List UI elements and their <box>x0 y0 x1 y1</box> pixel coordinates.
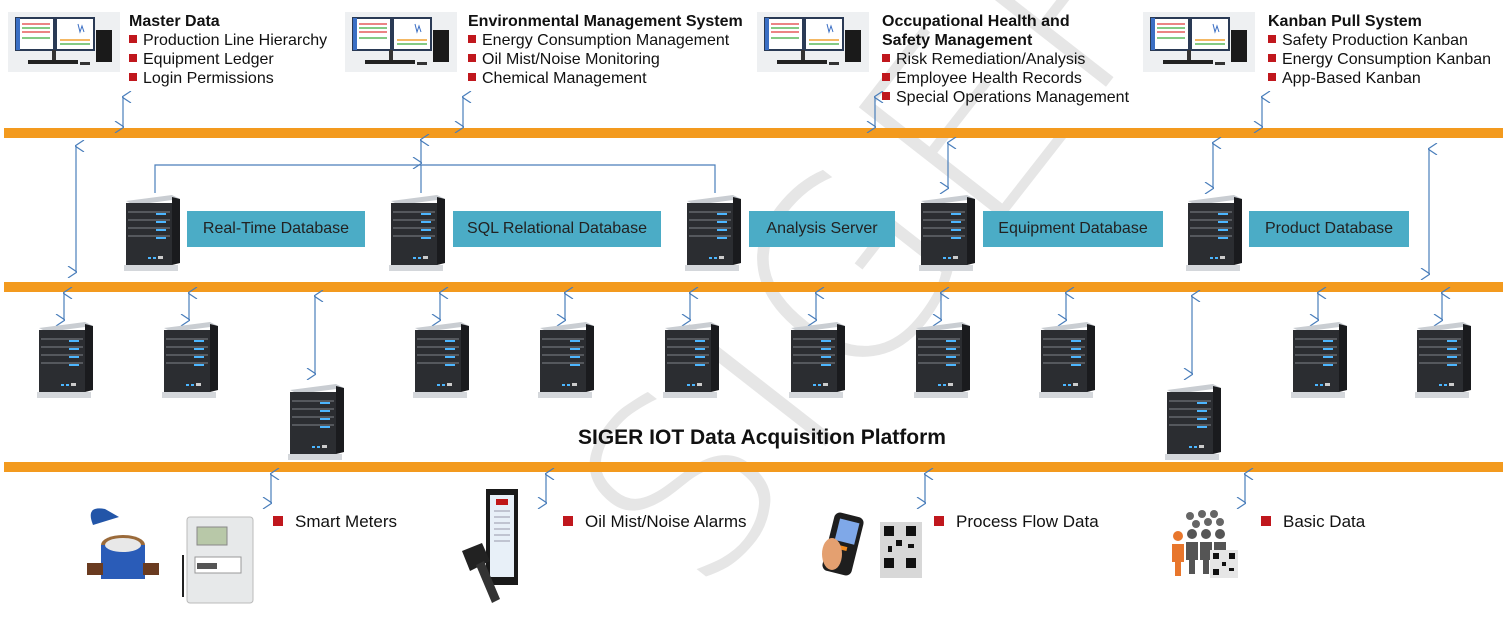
device-label: Process Flow Data <box>956 512 1099 531</box>
app-item: Production Line Hierarchy <box>129 31 327 50</box>
bullet-icon <box>1261 516 1271 526</box>
bullet-icon <box>882 92 890 100</box>
app-item-label: Safety Production Kanban <box>1282 32 1468 49</box>
database-bus <box>4 282 1503 292</box>
bullet-icon <box>563 516 573 526</box>
app-item-label: Special Operations Management <box>896 89 1130 106</box>
bullet-icon <box>1268 35 1276 43</box>
device-label: Smart Meters <box>295 512 398 531</box>
db-product: Product Database <box>1249 211 1409 247</box>
app-item: App-Based Kanban <box>1268 69 1491 88</box>
app-item-label: Equipment Ledger <box>143 51 274 68</box>
app-item: Login Permissions <box>129 69 327 88</box>
app-title: Master Data <box>129 13 220 30</box>
bullet-icon <box>468 35 476 43</box>
database-server-icon <box>915 193 977 273</box>
db-equipment: Equipment Database <box>983 211 1163 247</box>
db-real-time: Real-Time Database <box>187 211 365 247</box>
bullet-icon <box>468 73 476 81</box>
bullet-icon <box>934 516 944 526</box>
app-item-label: Login Permissions <box>143 70 274 87</box>
bullet-icon <box>273 516 283 526</box>
database-server-icon <box>681 193 743 273</box>
acquisition-server-icon <box>534 320 596 400</box>
app-item-label: Production Line Hierarchy <box>143 32 328 49</box>
app-master-data: Master Data Production Line Hierarchy Eq… <box>129 12 327 88</box>
people-qr-icon <box>1170 510 1246 580</box>
db-bracket-line <box>154 164 716 193</box>
acquisition-server-icon <box>158 320 220 400</box>
barcode-scanner-icon <box>818 510 924 580</box>
app-environmental-management: Environmental Management System Energy C… <box>468 12 743 88</box>
database-server-icon <box>385 193 447 273</box>
bullet-icon <box>468 54 476 62</box>
smart-meter-icon <box>85 505 257 605</box>
app-title-line: Safety Management <box>882 32 1033 49</box>
app-item-label: Employee Health Records <box>896 70 1082 87</box>
database-server-icon <box>120 193 182 273</box>
bullet-icon <box>882 73 890 81</box>
bullet-icon <box>882 54 890 62</box>
acquisition-server-icon <box>284 382 346 462</box>
device-label: Basic Data <box>1283 512 1366 531</box>
app-item-label: Chemical Management <box>482 70 647 87</box>
app-item-label: Risk Remediation/Analysis <box>896 51 1086 68</box>
app-item-label: Oil Mist/Noise Monitoring <box>482 51 660 68</box>
device-smart-meters: Smart Meters <box>273 512 397 532</box>
app-item: Special Operations Management <box>882 88 1129 107</box>
db-sql-relational: SQL Relational Database <box>453 211 661 247</box>
app-title: Kanban Pull System <box>1268 13 1422 30</box>
app-item: Risk Remediation/Analysis <box>882 50 1129 69</box>
acquisition-server-icon <box>785 320 847 400</box>
app-title: Environmental Management System <box>468 13 743 30</box>
acquisition-server-icon <box>910 320 972 400</box>
acquisition-server-icon <box>1411 320 1473 400</box>
app-title-line: Occupational Health and <box>882 13 1070 30</box>
device-oil-mist-noise-alarms: Oil Mist/Noise Alarms <box>563 512 747 532</box>
bullet-icon <box>129 73 137 81</box>
app-item: Oil Mist/Noise Monitoring <box>468 50 743 69</box>
acquisition-server-icon <box>659 320 721 400</box>
acquisition-server-icon <box>33 320 95 400</box>
app-item: Energy Consumption Management <box>468 31 743 50</box>
alarm-device-icon <box>458 487 538 607</box>
app-item: Equipment Ledger <box>129 50 327 69</box>
acquisition-server-icon <box>409 320 471 400</box>
bullet-icon <box>129 54 137 62</box>
acquisition-server-icon <box>1161 382 1223 462</box>
acquisition-server-icon <box>1287 320 1349 400</box>
app-item: Employee Health Records <box>882 69 1129 88</box>
device-process-flow-data: Process Flow Data <box>934 512 1099 532</box>
bullet-icon <box>1268 73 1276 81</box>
app-kanban-pull-system: Kanban Pull System Safety Production Kan… <box>1268 12 1491 88</box>
acquisition-server-icon <box>1035 320 1097 400</box>
app-item: Chemical Management <box>468 69 743 88</box>
app-item-label: Energy Consumption Management <box>482 32 730 49</box>
app-item: Energy Consumption Kanban <box>1268 50 1491 69</box>
app-item: Safety Production Kanban <box>1268 31 1491 50</box>
app-item-label: App-Based Kanban <box>1282 70 1421 87</box>
app-item-label: Energy Consumption Kanban <box>1282 51 1492 68</box>
device-basic-data: Basic Data <box>1261 512 1365 532</box>
device-label: Oil Mist/Noise Alarms <box>585 512 747 531</box>
acquisition-bus <box>4 462 1503 472</box>
connector-arrows <box>0 0 1507 614</box>
database-server-icon <box>1182 193 1244 273</box>
platform-title: SIGER IOT Data Acquisition Platform <box>578 426 946 449</box>
application-bus <box>4 128 1503 138</box>
bullet-icon <box>1268 54 1276 62</box>
db-analysis-server: Analysis Server <box>749 211 895 247</box>
bullet-icon <box>129 35 137 43</box>
app-occupational-health-safety: Occupational Health and Safety Managemen… <box>882 12 1129 107</box>
